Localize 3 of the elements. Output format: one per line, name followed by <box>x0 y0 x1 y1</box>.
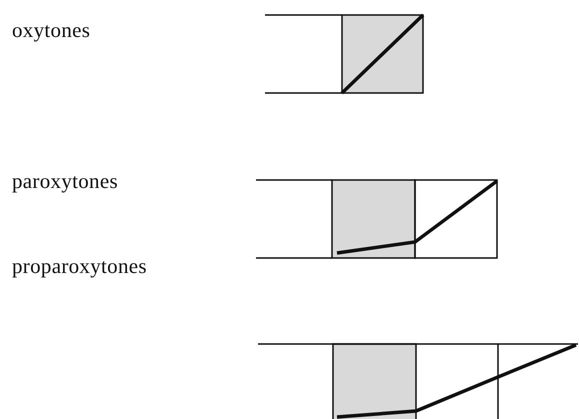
row-label: paroxytones <box>12 169 118 194</box>
row-label: proparoxytones <box>12 254 147 279</box>
row-label: oxytones <box>12 18 90 43</box>
